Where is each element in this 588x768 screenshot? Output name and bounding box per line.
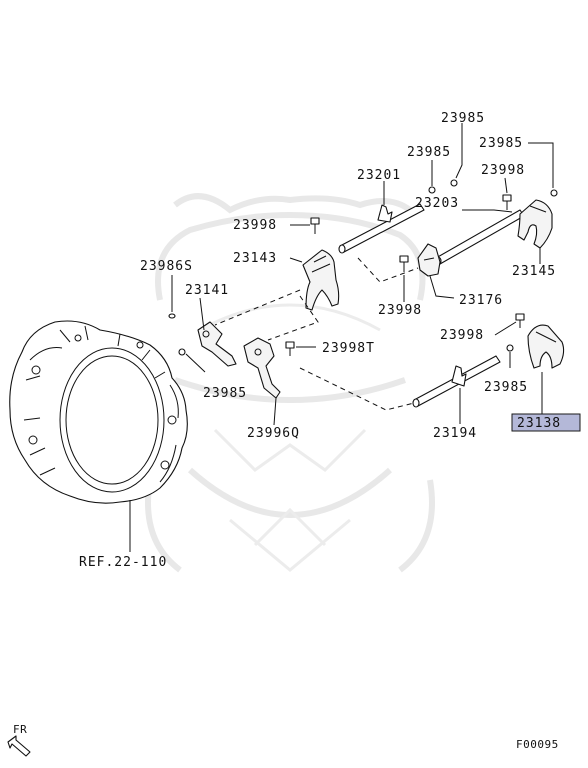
label-23138: 23138 xyxy=(517,416,561,431)
assembly-dashed-lines xyxy=(214,257,419,411)
shift-rail-23203 xyxy=(434,209,525,266)
shift-lug-23176 xyxy=(417,243,441,277)
label-ref: REF.22-110 xyxy=(79,555,167,570)
pin-23986s xyxy=(168,313,176,319)
label-23985-upper-mid: 23985 xyxy=(407,145,451,160)
label-23201: 23201 xyxy=(357,168,401,183)
label-23176: 23176 xyxy=(459,293,503,308)
label-23203: 23203 xyxy=(415,196,459,211)
transmission-case xyxy=(9,320,188,504)
label-23998-left: 23998 xyxy=(233,218,277,233)
label-23996q: 23996Q xyxy=(247,426,300,441)
label-23143: 23143 xyxy=(233,251,277,266)
shift-fork-23143 xyxy=(302,249,340,311)
label-23145: 23145 xyxy=(512,264,556,279)
label-23985-lower-right: 23985 xyxy=(484,380,528,395)
shift-fork-23145 xyxy=(517,199,553,249)
shift-lever-23996q xyxy=(243,337,281,399)
label-23194: 23194 xyxy=(433,426,477,441)
shift-rail-23194 xyxy=(412,355,501,408)
fr-label: FR xyxy=(13,723,27,736)
shift-rail-23201 xyxy=(338,203,425,254)
label-23998-lower-right: 23998 xyxy=(440,328,484,343)
figure-code: F00095 xyxy=(516,738,559,751)
clips-23985 xyxy=(178,179,558,356)
watermark-logo xyxy=(145,193,435,573)
label-23985-lower-left: 23985 xyxy=(203,386,247,401)
part-labels: 23985 23985 23985 23201 23998 23998 2320… xyxy=(79,111,556,570)
bolt-23998-left xyxy=(310,217,320,234)
highlight-23138: 23138 xyxy=(511,413,581,432)
bolt-23998t xyxy=(285,341,295,356)
label-23998-mid: 23998 xyxy=(378,303,422,318)
label-23141: 23141 xyxy=(185,283,229,298)
label-23985-right: 23985 xyxy=(479,136,523,151)
shift-fork-23138 xyxy=(527,324,565,369)
label-23985-top: 23985 xyxy=(441,111,485,126)
label-23998-right-top: 23998 xyxy=(481,163,525,178)
bolt-23998-lower-right xyxy=(515,313,525,328)
leader-lines xyxy=(129,123,554,552)
bolt-23998-mid xyxy=(399,255,409,272)
label-23998t: 23998T xyxy=(322,341,375,356)
bolt-23998-right-top xyxy=(502,194,512,210)
label-23986s: 23986S xyxy=(140,259,193,274)
shift-lever-23141 xyxy=(197,321,237,367)
front-direction-arrow-icon: FR xyxy=(7,723,31,757)
